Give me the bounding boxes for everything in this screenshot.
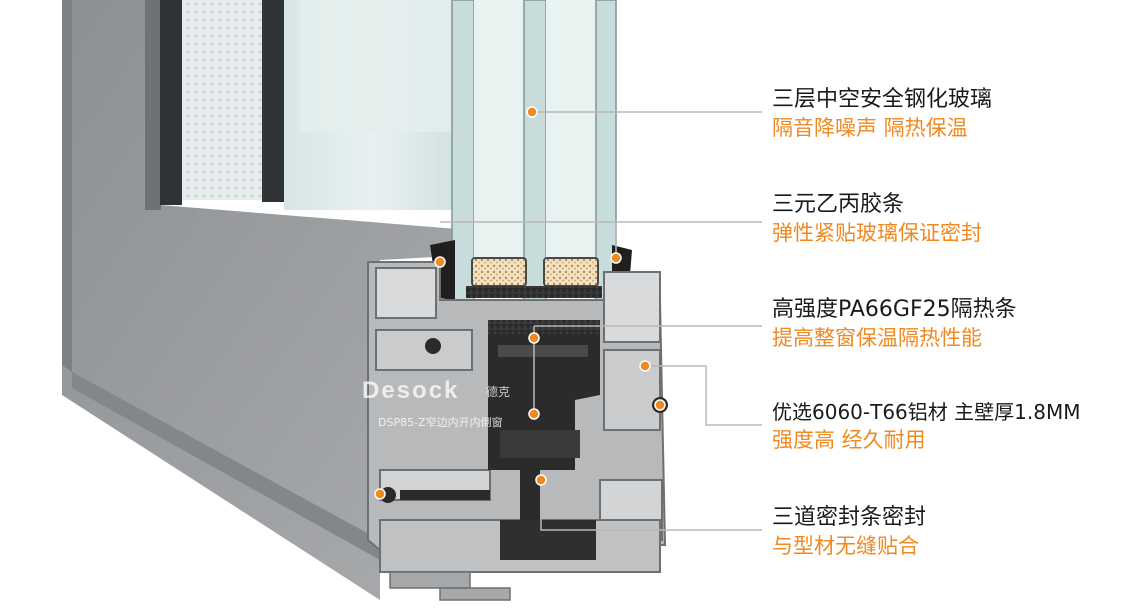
callout-desc: 提高整窗保温隔热性能	[772, 326, 982, 350]
glass-spacers	[466, 257, 602, 298]
brand-model-text: DSP85-Z窄边内开内倒窗	[378, 415, 503, 429]
callout-title: 三元乙丙胶条	[772, 192, 905, 217]
callout-desc: 弹性紧贴玻璃保证密封	[772, 221, 982, 245]
brand-logo-suffix: 德克	[486, 384, 510, 399]
leader-lines	[440, 111, 762, 531]
callout-desc: 与型材无缝贴合	[772, 534, 919, 558]
brand-logo-text: Desock	[362, 377, 459, 404]
callout-desc: 强度高 经久耐用	[772, 428, 926, 452]
callout-triple-seal: 三道密封条密封 与型材无缝贴合	[772, 504, 1132, 560]
brand-watermark: Desock 德克 DSP85-Z窄边内开内倒窗	[362, 377, 510, 429]
callout-title: 优选6060-T66铝材 主壁厚1.8MM	[772, 400, 1081, 424]
callout-epdm-gasket: 三元乙丙胶条 弹性紧贴玻璃保证密封	[772, 191, 1132, 247]
callout-aluminum-profile: 优选6060-T66铝材 主壁厚1.8MM 强度高 经久耐用	[772, 398, 1132, 454]
triple-glazing	[451, 0, 617, 301]
callout-desc: 隔音降噪声 隔热保温	[772, 116, 968, 140]
callout-title: 高强度PA66GF25隔热条	[772, 297, 1017, 322]
leader-dots	[374, 106, 666, 500]
callout-triple-glass: 三层中空安全钢化玻璃 隔音降噪声 隔热保温	[772, 86, 1132, 142]
thermal-break-strips	[488, 320, 600, 560]
callout-title: 三层中空安全钢化玻璃	[772, 87, 993, 112]
callout-title: 三道密封条密封	[772, 505, 927, 530]
callout-thermal-strip: 高强度PA66GF25隔热条 提高整窗保温隔热性能	[772, 296, 1132, 352]
sash-frame	[160, 0, 464, 210]
